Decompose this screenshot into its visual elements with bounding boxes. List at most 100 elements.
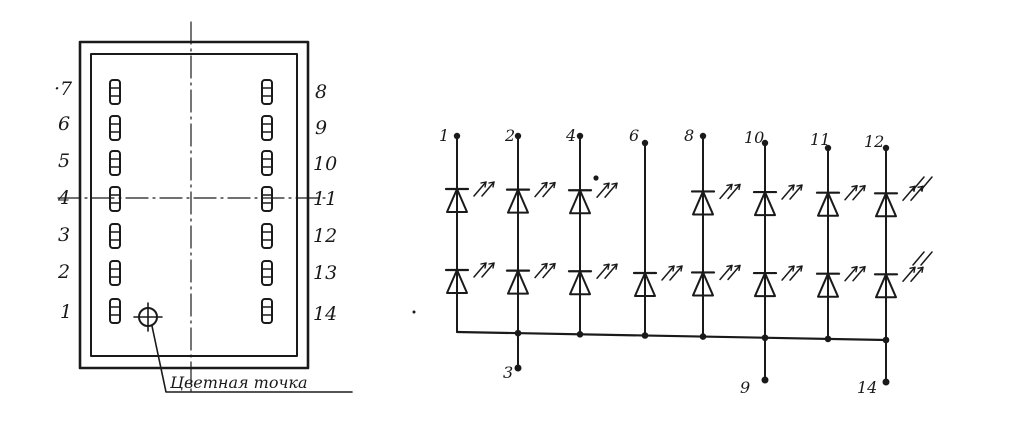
terminal-label: 4	[565, 126, 576, 145]
diode-triangle	[817, 272, 839, 298]
pad-body	[109, 115, 121, 141]
emission-arrowhead	[788, 184, 795, 191]
terminal-dot	[641, 139, 649, 147]
emission-arrow	[604, 263, 618, 279]
pad-body	[261, 223, 273, 249]
emission-arrow	[719, 264, 733, 281]
pin-label: 5	[58, 150, 70, 172]
emission-arrowhead	[909, 266, 916, 273]
pin-label: 2	[57, 261, 70, 283]
terminal-label: 10	[744, 128, 764, 147]
bottom-terminal	[514, 332, 522, 372]
diode-triangle	[446, 269, 468, 294]
emission-arrowhead	[788, 265, 795, 272]
emission-arrowhead	[734, 183, 741, 191]
center-axes	[57, 21, 331, 396]
emission-arrow	[844, 184, 858, 201]
diode-column	[873, 144, 924, 344]
terminal-dot	[824, 144, 832, 152]
pad-body	[261, 115, 273, 141]
emission-arrowhead	[909, 185, 916, 192]
pin-label: 11	[313, 188, 337, 210]
bottom-terminal	[882, 339, 890, 386]
terminal-label: 8	[684, 126, 694, 145]
emission-arrowhead	[611, 182, 618, 189]
pad-body	[109, 223, 121, 249]
junction-dot	[761, 334, 769, 342]
pad-body	[261, 150, 273, 176]
terminal-dot	[453, 132, 461, 140]
diode	[690, 264, 741, 297]
diode-column	[567, 132, 618, 338]
emission-arrow	[534, 181, 548, 198]
emission-arrow	[920, 176, 933, 191]
pad-body	[261, 186, 273, 212]
junction-dot	[641, 332, 649, 339]
pin-label: ·7	[54, 78, 73, 100]
diode-triangle	[569, 270, 591, 296]
emission-arrow	[727, 264, 741, 281]
pad	[261, 115, 273, 141]
bottom-terminal	[761, 336, 769, 384]
emission-arrow	[789, 265, 803, 281]
emission-arrow	[902, 185, 916, 202]
terminal-dot	[699, 132, 707, 140]
diode-triangle	[875, 192, 897, 218]
diode	[567, 263, 618, 296]
pin-label: 12	[313, 225, 337, 247]
edge-emission-arrows	[912, 251, 933, 266]
top-terminal-labels: 1 2 4 6 8 10 11 12	[439, 126, 884, 151]
emission-arrowhead	[541, 262, 548, 270]
emission-arrowhead	[668, 265, 675, 272]
emission-arrowhead	[541, 181, 548, 189]
diode	[815, 184, 866, 217]
diode-column	[632, 139, 683, 339]
pad-body	[109, 260, 121, 286]
emission-arrowhead	[796, 265, 803, 272]
emission-arrow	[912, 251, 925, 266]
emission-arrowhead	[859, 185, 866, 192]
emission-arrow	[534, 262, 548, 279]
emission-arrow	[596, 263, 610, 279]
diode	[752, 184, 803, 217]
pad-body	[109, 298, 121, 324]
diode-triangle	[634, 272, 656, 297]
pad-body	[261, 260, 273, 286]
diode-triangle	[875, 273, 897, 299]
diode	[690, 183, 741, 216]
diode-triangle	[446, 188, 468, 213]
left-pin-labels: ·7 6 5 4 3 2 1	[54, 78, 73, 323]
bus-wire	[455, 330, 888, 342]
diode	[873, 185, 924, 218]
diode	[632, 265, 683, 297]
diode-column	[505, 132, 556, 337]
junction-dot	[882, 336, 890, 344]
emission-arrowhead	[480, 262, 487, 269]
pad	[261, 298, 273, 324]
pad	[109, 79, 121, 105]
ink-blot	[593, 175, 599, 181]
diode	[505, 181, 556, 214]
emission-arrow	[789, 184, 803, 200]
emission-arrowhead	[549, 181, 556, 189]
emission-arrow	[542, 262, 556, 279]
pad-body	[261, 298, 273, 324]
emission-arrowhead	[917, 185, 924, 192]
emission-arrow	[852, 184, 866, 201]
terminal-label: 11	[810, 130, 830, 149]
color-dot-marker: Цветная точка	[133, 302, 353, 393]
edge-emission-arrows	[912, 176, 933, 191]
package-outline	[78, 40, 310, 370]
diode-triangle	[507, 269, 529, 295]
diode-triangle	[569, 189, 591, 215]
junction-dot	[699, 333, 707, 340]
diode-column	[444, 132, 495, 333]
emission-arrowhead	[734, 264, 741, 272]
diode	[444, 181, 495, 213]
terminal-label: 1	[439, 126, 449, 145]
diode	[505, 262, 556, 295]
pad	[261, 79, 273, 105]
pin-label: 4	[57, 187, 70, 209]
